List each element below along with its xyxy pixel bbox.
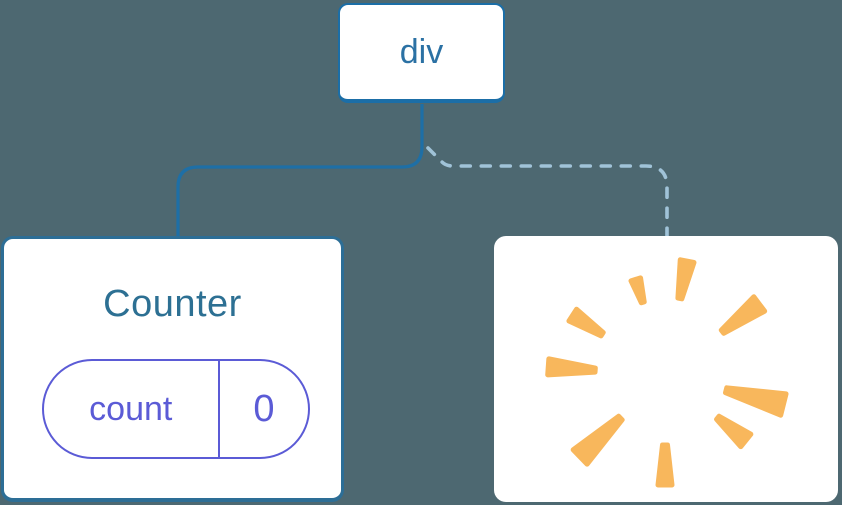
tree-node-div: div — [338, 3, 505, 103]
tree-node-counter: Counter count 0 — [1, 236, 344, 502]
tree-node-removed — [494, 236, 838, 502]
state-value-label: 0 — [253, 387, 275, 430]
poof-icon — [545, 257, 789, 488]
state-pill: count 0 — [42, 359, 310, 459]
connector-dashed-line — [426, 146, 669, 238]
component-title: Counter — [103, 283, 242, 325]
root-node-label: div — [399, 32, 444, 71]
state-key-label: count — [89, 389, 173, 428]
state-pill-divider — [217, 361, 220, 457]
connector-solid-line — [176, 104, 424, 236]
